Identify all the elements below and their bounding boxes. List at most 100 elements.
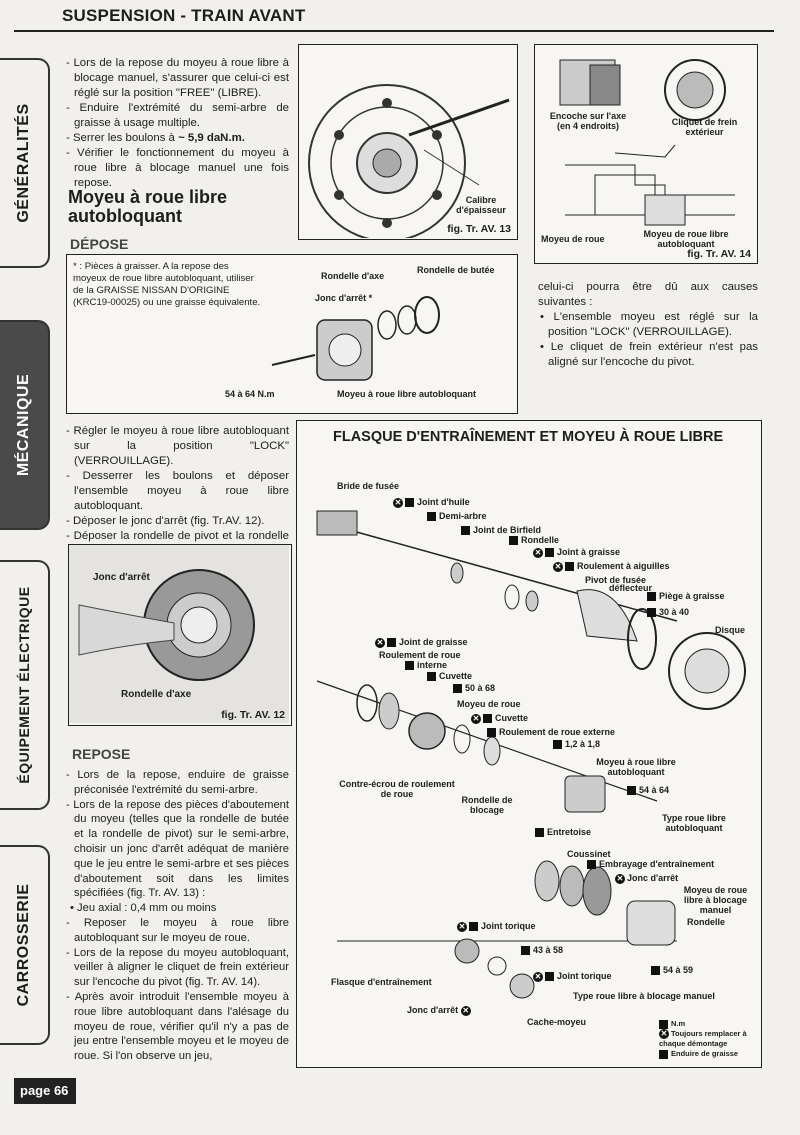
replace-icon: ✕ (457, 921, 467, 932)
intro-text: - Lors de la repose du moyeu à roue libr… (66, 57, 289, 189)
depose-heading: DÉPOSE (70, 236, 129, 252)
diagram-label-12: ✕Joint de graisse (375, 637, 468, 648)
diagram-label-21: Contre-écrou de roulement de roue (339, 779, 455, 799)
replace-icon: ✕ (533, 547, 543, 558)
diagram-label-13: Roulement de roue (379, 650, 461, 660)
diagram-label-17: Moyeu de roue (457, 699, 521, 709)
diagram-label-38: Jonc d'arrêt ✕ (407, 1005, 471, 1016)
tab-generalites[interactable]: GÉNÉRALITÉS (0, 58, 50, 268)
replace-icon: ✕ (615, 873, 625, 884)
moyeu-libre-label: Moyeu de roue libre autobloquant (643, 229, 729, 249)
diagram-label-27: Coussinet (567, 849, 611, 859)
exploded-parts-drawing (316, 510, 746, 999)
diagram-label-22: Rondelle de blocage (461, 795, 513, 815)
grease-parts-drawing (271, 296, 440, 381)
diagram-label-25: Type roue libre autobloquant (662, 813, 726, 833)
figure-12: Jonc d'arrêt Rondelle d'axe fig. Tr. AV.… (68, 544, 292, 726)
grease-note: * : Pièces à graisser. A la repose des m… (73, 261, 261, 308)
replace-icon: ✕ (460, 1005, 471, 1016)
fig12-caption: fig. Tr. AV. 12 (221, 709, 285, 721)
diagram-label-26: Entretoise (535, 827, 591, 838)
cliquet-label: Cliquet de frein extérieur (671, 117, 738, 137)
repose-steps: - Lors de la repose, enduire de graisse … (66, 769, 289, 1063)
grease-icon (535, 828, 544, 838)
legend: N.m ✕Toujours remplacer à chaque démonta… (659, 1019, 747, 1059)
grease-icon (487, 728, 496, 738)
rondelle-axe-12-label: Rondelle d'axe (121, 689, 192, 700)
grease-icon (587, 860, 596, 870)
torque-label: 54 à 64 N.m (225, 389, 275, 399)
moyeu-roue-label: Moyeu de roue (541, 234, 605, 244)
diagram-label-16: 50 à 68 (453, 683, 495, 694)
replace-icon: ✕ (533, 971, 543, 982)
grease-icon (461, 526, 470, 536)
diagram-label-28: Embrayage d'entraînement (587, 859, 714, 870)
repose-heading: REPOSE (72, 746, 131, 762)
grease-icon (405, 661, 414, 671)
diagram-label-2: Demi-arbre (427, 511, 487, 522)
diagram-label-24: 54 à 64 (627, 785, 669, 796)
section-title: Moyeu à roue libre autobloquant (68, 187, 228, 226)
grease-icon (405, 498, 414, 508)
diagram-label-0: Bride de fusée (337, 481, 400, 491)
torque-icon (521, 946, 530, 956)
diagram-label-23: Moyeu à roue libre autobloquant (596, 757, 676, 777)
fig14-caption: fig. Tr. AV. 14 (687, 248, 751, 260)
jonc-arret-label: Jonc d'arrêt (93, 572, 150, 583)
grease-icon (427, 512, 436, 522)
calibre-label: Calibre d'épaisseur (456, 195, 506, 215)
grease-icon (469, 922, 478, 932)
torque-icon (659, 1019, 668, 1029)
replace-icon: ✕ (375, 637, 385, 648)
diagram-label-3: Joint de Birfield (461, 525, 541, 536)
tab-mecanique[interactable]: MÉCANIQUE (0, 320, 50, 530)
diagram-label-10: 30 à 40 (647, 607, 689, 618)
replace-icon: ✕ (471, 713, 481, 724)
diagram-label-5: ✕Joint à graisse (533, 547, 621, 558)
jonc-drawing (69, 545, 289, 723)
grease-icon (387, 638, 396, 648)
torque-icon (453, 684, 462, 694)
grease-icon (483, 714, 492, 724)
jonc-label: Jonc d'arrêt * (315, 293, 373, 303)
wheel-hub-drawing (308, 84, 510, 242)
replace-icon: ✕ (553, 561, 563, 572)
diagram-label-15: Cuvette (427, 671, 472, 682)
figure-13: Calibre d'épaisseur fig. Tr. AV. 13 (298, 44, 518, 242)
tab-equipement-electrique[interactable]: ÉQUIPEMENT ÉLECTRIQUE (0, 560, 50, 810)
diagram-label-32: ✕Joint torique (457, 921, 536, 932)
diagram-label-33: 43 à 58 (521, 945, 563, 956)
diagram-label-31: Rondelle (687, 917, 726, 927)
pawl-drawing (559, 59, 735, 226)
grease-icon (545, 548, 554, 558)
grease-icon (647, 592, 656, 602)
diagram-label-37: Type roue libre à blocage manuel (573, 991, 715, 1001)
rondelle-butee-label: Rondelle de butée (417, 265, 495, 275)
rondelle-axe-label: Rondelle d'axe (321, 271, 385, 281)
replace-icon: ✕ (659, 1029, 669, 1040)
torque-icon (627, 786, 636, 796)
diagram-label-30: Moyeu de roue libre à blocage manuel (683, 885, 748, 915)
diagram-label-35: ✕Joint torique (533, 971, 612, 982)
diagram-label-20: 1,2 à 1,8 (553, 739, 600, 750)
grease-icon (565, 562, 574, 572)
tab-carrosserie[interactable]: CARROSSERIE (0, 845, 50, 1045)
diagram-label-19: Roulement de roue externe (487, 727, 615, 738)
torque-icon (647, 608, 656, 618)
diagram-label-36: 54 à 59 (651, 965, 693, 976)
grease-icon (427, 672, 436, 682)
footer-bar (14, 1078, 76, 1104)
diagram-label-11: Disque (715, 625, 746, 635)
diagram-label-6: ✕Roulement à aiguilles (553, 561, 670, 572)
diagram-label-7: Pivot de fusée (585, 575, 647, 585)
header-rule (14, 30, 774, 32)
diagram-label-14: interne (405, 660, 447, 671)
grease-icon (545, 972, 554, 982)
page-header-title: SUSPENSION - TRAIN AVANT (62, 6, 306, 25)
diagram-label-9: Piège à graisse (647, 591, 725, 602)
grease-figure: * : Pièces à graisser. A la repose des m… (66, 254, 518, 414)
torque-icon (553, 740, 562, 750)
depose-steps: - Régler le moyeu à roue libre autobloqu… (66, 425, 289, 557)
torque-icon (651, 966, 660, 976)
diagram-label-18: ✕Cuvette (471, 713, 529, 724)
